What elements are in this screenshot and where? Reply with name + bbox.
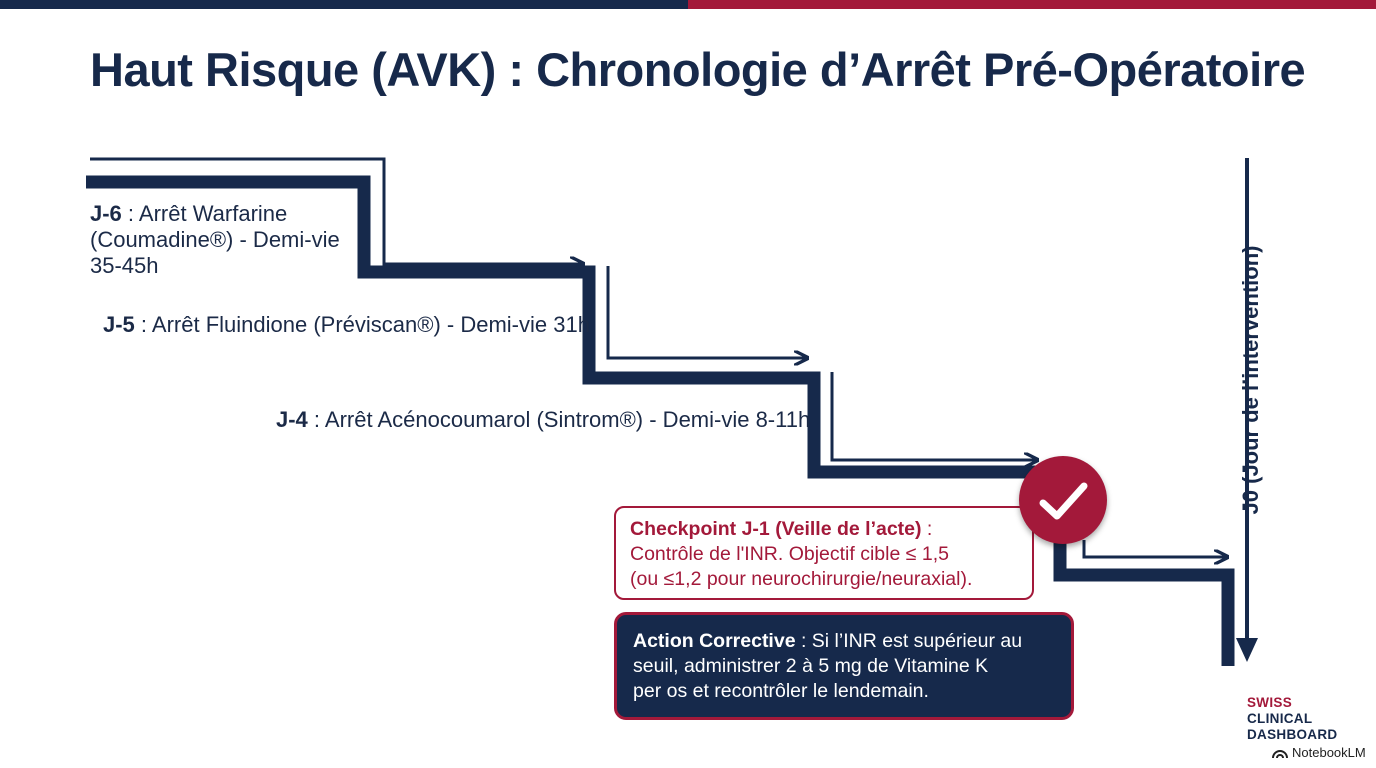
checkpoint-line2: Contrôle de l'INR. Objectif cible ≤ 1,5 bbox=[630, 543, 949, 565]
step-j6-day: J-6 bbox=[90, 201, 122, 226]
step-j4-day: J-4 bbox=[276, 407, 308, 432]
notebooklm-icon bbox=[1272, 750, 1288, 759]
top-accent-crimson bbox=[688, 0, 1376, 9]
brand-line2: CLINICAL bbox=[1247, 711, 1313, 726]
thin-guide-line bbox=[90, 157, 582, 264]
step-j4: J-4 : Arrêt Acénocoumarol (Sintrom®) - D… bbox=[276, 407, 810, 433]
step-j6-line2: (Coumadine®) - Demi-vie bbox=[90, 227, 340, 252]
main-staircase-line bbox=[86, 175, 1235, 666]
checkpoint-card: Checkpoint J-1 (Veille de l’acte) : Cont… bbox=[614, 506, 1034, 600]
day-zero-arrowhead bbox=[1236, 638, 1258, 662]
step-j5-day: J-5 bbox=[103, 312, 135, 337]
thin-guide-line-3 bbox=[830, 372, 1036, 460]
step-j6-line1: : Arrêt Warfarine bbox=[121, 201, 288, 226]
thin-guide-line-2 bbox=[606, 266, 806, 358]
brand-line1: SWISS bbox=[1247, 695, 1293, 710]
thin-guide-line-4 bbox=[1082, 540, 1226, 557]
corrective-action-card: Action Corrective : Si l’INR est supérie… bbox=[614, 612, 1074, 720]
checkpoint-badge bbox=[1019, 456, 1107, 544]
step-j6: J-6 : Arrêt Warfarine (Coumadine®) - Dem… bbox=[90, 201, 340, 279]
brand-line3: DASHBOARD bbox=[1247, 727, 1338, 742]
notebooklm-watermark: NotebookLM bbox=[1264, 741, 1374, 765]
checkpoint-line3: (ou ≤1,2 pour neurochirurgie/neuraxial). bbox=[630, 568, 973, 590]
action-line1: : Si l’INR est supérieur au bbox=[795, 630, 1023, 652]
checkmark-icon bbox=[1039, 482, 1088, 520]
brand-logo: SWISS CLINICAL DASHBOARD bbox=[1247, 695, 1337, 743]
page-title: Haut Risque (AVK) : Chronologie d’Arrêt … bbox=[90, 43, 1306, 96]
step-j4-text: : Arrêt Acénocoumarol (Sintrom®) - Demi-… bbox=[307, 407, 811, 432]
checkpoint-heading: Checkpoint J-1 (Veille de l’acte) bbox=[630, 518, 922, 540]
action-line2: seuil, administrer 2 à 5 mg de Vitamine … bbox=[633, 655, 989, 677]
checkpoint-colon: : bbox=[921, 518, 933, 540]
top-accent-navy bbox=[0, 0, 688, 9]
top-accent-bar bbox=[0, 0, 1376, 9]
action-line3: per os et recontrôler le lendemain. bbox=[633, 680, 929, 702]
day-zero-label: J0 (Jour de l’intervention) bbox=[1238, 245, 1263, 515]
step-j5-text: : Arrêt Fluindione (Préviscan®) - Demi-v… bbox=[134, 312, 590, 337]
action-heading: Action Corrective bbox=[633, 630, 796, 652]
step-j5: J-5 : Arrêt Fluindione (Préviscan®) - De… bbox=[103, 312, 590, 338]
watermark-text: NotebookLM bbox=[1292, 745, 1366, 760]
step-j6-line3: 35-45h bbox=[90, 253, 159, 278]
